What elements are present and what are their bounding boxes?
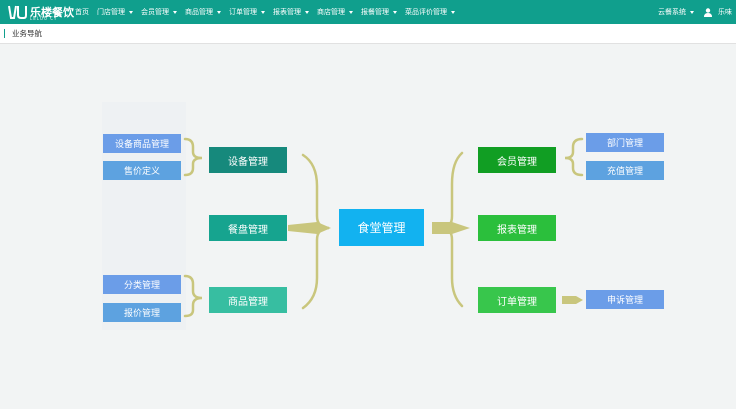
connector: [183, 137, 203, 177]
nav-dish-review-management[interactable]: 菜品评价管理: [405, 7, 455, 17]
nav-label: 商品管理: [185, 8, 213, 16]
nav-meal-report-management[interactable]: 报餐管理: [361, 7, 397, 17]
nav-label: 订单管理: [229, 8, 257, 16]
nav-home[interactable]: 首页: [75, 7, 89, 17]
caret-down-icon: [173, 10, 177, 14]
leaf-appeal-management[interactable]: 申诉管理: [586, 290, 664, 309]
nav-label: 会员管理: [141, 8, 169, 16]
leaf-category-management[interactable]: 分类管理: [103, 275, 181, 294]
node-tray-management[interactable]: 餐盘管理: [209, 215, 287, 241]
user-name[interactable]: 乐味: [718, 8, 732, 16]
leaf-quote-management[interactable]: 报价管理: [103, 303, 181, 322]
breadcrumb-bar: 业务导航: [0, 24, 736, 44]
nav-home-label: 首页: [75, 8, 89, 16]
breadcrumb-marker: [4, 29, 5, 38]
leaf-department-management[interactable]: 部门管理: [586, 133, 664, 152]
caret-down-icon: [690, 10, 694, 14]
caret-down-icon: [129, 10, 133, 14]
nav-member-management[interactable]: 会员管理: [141, 7, 177, 17]
caret-down-icon: [349, 10, 353, 14]
node-report-management[interactable]: 报表管理: [478, 215, 556, 241]
nav-label: 报餐管理: [361, 8, 389, 16]
connector: [183, 274, 203, 318]
top-navbar: 乐楼餐饮 LELOU CY 首页 门店管理 会员管理 商品管理 订单管理 报表管…: [0, 0, 736, 24]
nav-order-management[interactable]: 订单管理: [229, 7, 265, 17]
logo-subtext: LELOU CY: [30, 16, 58, 21]
caret-down-icon: [451, 10, 455, 14]
leaf-recharge-management[interactable]: 充值管理: [586, 161, 664, 180]
system-menu[interactable]: 云餐系统: [658, 7, 694, 17]
right-nav: 云餐系统 乐味: [658, 0, 736, 24]
leaf-price-definition[interactable]: 售价定义: [103, 161, 181, 180]
leaf-device-product-management[interactable]: 设备商品管理: [103, 134, 181, 153]
nav-label: 菜品评价管理: [405, 8, 447, 16]
logo-mark-icon: [7, 4, 27, 20]
nav-product-management[interactable]: 商品管理: [185, 7, 221, 17]
caret-down-icon: [393, 10, 397, 14]
node-device-management[interactable]: 设备管理: [209, 147, 287, 173]
node-member-management[interactable]: 会员管理: [478, 147, 556, 173]
nav-label: 商店管理: [317, 8, 345, 16]
nav-shop-management[interactable]: 商店管理: [317, 7, 353, 17]
nav-label: 报表管理: [273, 8, 301, 16]
system-menu-label: 云餐系统: [658, 8, 686, 16]
center-node-cafeteria-management[interactable]: 食堂管理: [339, 209, 424, 246]
logo: 乐楼餐饮 LELOU CY: [7, 3, 74, 21]
main-nav: 首页 门店管理 会员管理 商品管理 订单管理 报表管理 商店管理 报餐管理 菜品…: [75, 0, 463, 24]
caret-down-icon: [305, 10, 309, 14]
caret-down-icon: [261, 10, 265, 14]
breadcrumb: 业务导航: [12, 29, 42, 38]
nav-store-management[interactable]: 门店管理: [97, 7, 133, 17]
logo-text: 乐楼餐饮: [30, 5, 74, 19]
node-product-management[interactable]: 商品管理: [209, 287, 287, 313]
nav-report-management[interactable]: 报表管理: [273, 7, 309, 17]
node-order-management[interactable]: 订单管理: [478, 287, 556, 313]
nav-label: 门店管理: [97, 8, 125, 16]
caret-down-icon: [217, 10, 221, 14]
user-icon: [704, 7, 712, 17]
